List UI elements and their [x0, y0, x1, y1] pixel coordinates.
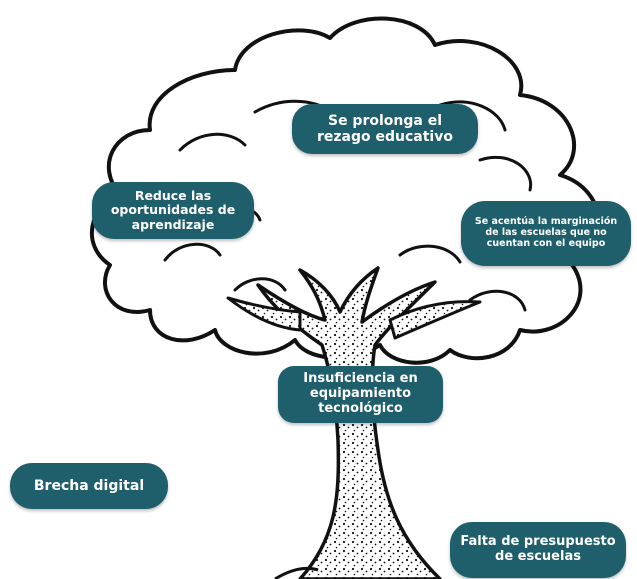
tree-canopy	[90, 16, 601, 365]
problem-node: Insuficiencia en equipamiento tecnológic…	[278, 366, 443, 423]
topic-node: Brecha digital	[10, 463, 168, 509]
effect-label-oportunidades: Reduce las oportunidades de aprendizaje	[110, 187, 236, 232]
effect-node-marginacion: Se acentúa la marginación de las escuela…	[461, 201, 631, 266]
tree-branch-right	[388, 300, 482, 340]
effect-label-rezago: Se prolonga el rezago educativo	[317, 112, 453, 145]
tree-branch-left	[226, 296, 302, 332]
topic-label: Brecha digital	[33, 477, 145, 494]
effect-node-rezago: Se prolonga el rezago educativo	[292, 104, 478, 154]
effect-node-oportunidades: Reduce las oportunidades de aprendizaje	[92, 182, 254, 239]
ground-line	[274, 566, 319, 579]
effect-label-marginacion: Se acentúa la marginación de las escuela…	[474, 216, 618, 249]
cause-label: Falta de presupuesto de escuelas	[460, 534, 616, 564]
problem-label: Insuficiencia en equipamiento tecnológic…	[303, 371, 418, 416]
cause-node: Falta de presupuesto de escuelas	[450, 522, 626, 578]
